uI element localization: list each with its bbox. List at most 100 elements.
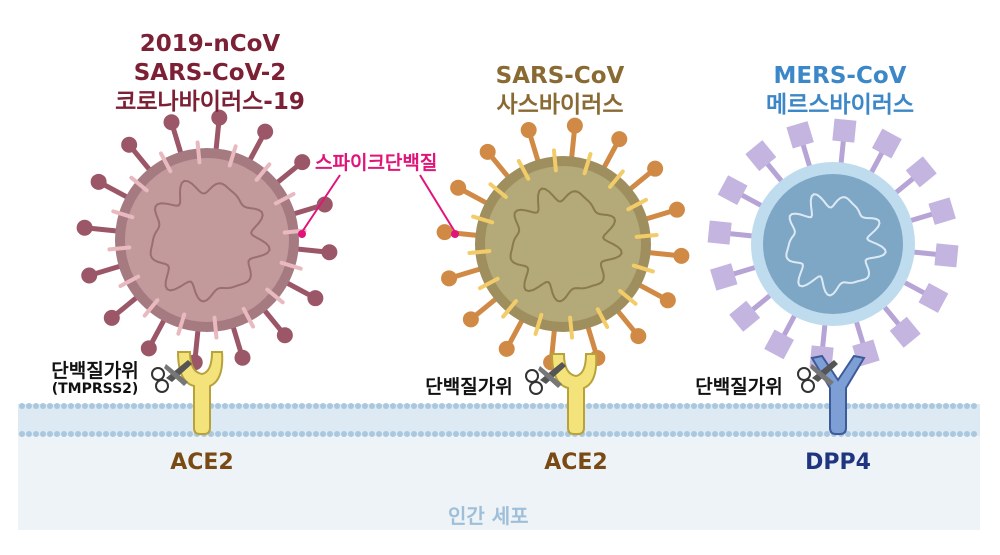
lipid-head xyxy=(880,431,886,437)
spike-protein-stalk xyxy=(765,161,786,186)
lipid-head xyxy=(481,431,487,437)
spike-protein-head xyxy=(103,309,120,326)
spike-pointer-right xyxy=(419,174,459,238)
lipid-head xyxy=(740,431,746,437)
lipid-head xyxy=(110,403,116,409)
lipid-head xyxy=(103,431,109,437)
spike-pointer-left xyxy=(298,174,341,238)
lipid-head xyxy=(453,431,459,437)
membrane-protein xyxy=(279,260,303,271)
virus-title-sars-cov-2: 2019-nCoV SARS-CoV-2 코로나바이러스-19 xyxy=(90,30,330,117)
lipid-head xyxy=(775,403,781,409)
lipid-head xyxy=(600,431,606,437)
lipid-head xyxy=(558,431,564,437)
lipid-head xyxy=(817,403,823,409)
lipid-head xyxy=(355,403,361,409)
lipid-head xyxy=(964,403,970,409)
lipid-head xyxy=(173,403,179,409)
spike-protein-head xyxy=(928,197,956,225)
lipid-head xyxy=(26,431,32,437)
lipid-head xyxy=(411,431,417,437)
spike-protein-stalk xyxy=(853,317,866,345)
lipid-head xyxy=(530,431,536,437)
lipid-head xyxy=(439,403,445,409)
lipid-head xyxy=(803,403,809,409)
lipid-head xyxy=(313,431,319,437)
lipid-head xyxy=(817,431,823,437)
lipid-head xyxy=(61,431,67,437)
spike-protein-stalk xyxy=(867,151,885,177)
lipid-head xyxy=(236,431,242,437)
membrane-protein xyxy=(142,298,160,318)
lipid-head xyxy=(488,431,494,437)
spike-protein-stalk xyxy=(613,306,639,337)
membrane-protein xyxy=(631,263,655,274)
spike-protein-head xyxy=(294,154,311,171)
spike-protein-stalk xyxy=(111,293,142,319)
spike-protein-stalk xyxy=(282,279,316,300)
spike-protein-head xyxy=(211,109,228,126)
lipid-head xyxy=(110,431,116,437)
lipid-head xyxy=(362,403,368,409)
lipid-head xyxy=(243,403,249,409)
lipid-head xyxy=(369,403,375,409)
membrane-protein xyxy=(626,197,648,212)
lipid-head xyxy=(628,403,634,409)
spike-protein-stalk xyxy=(288,202,325,218)
lipid-head xyxy=(971,431,977,437)
spike-protein-stalk xyxy=(147,315,168,349)
spike-protein-head xyxy=(276,327,293,344)
spike-protein-head xyxy=(81,267,98,284)
membrane-protein xyxy=(176,312,187,336)
lipid-head xyxy=(754,431,760,437)
spike-protein-head xyxy=(321,244,338,261)
lipid-head xyxy=(887,403,893,409)
lipid-head xyxy=(908,403,914,409)
title-line: 코로나바이러스-19 xyxy=(115,89,305,115)
lipid-head xyxy=(40,431,46,437)
receptor-label-dpp4: DPP4 xyxy=(805,450,871,475)
title-line: 2019-nCoV xyxy=(139,31,281,57)
lipid-head xyxy=(635,403,641,409)
spike-protein-head xyxy=(566,117,583,134)
membrane-protein xyxy=(501,299,518,319)
lipid-head xyxy=(950,431,956,437)
lipid-head xyxy=(761,431,767,437)
lipid-head xyxy=(803,431,809,437)
lipid-head xyxy=(222,403,228,409)
lipid-head xyxy=(61,403,67,409)
lipid-head xyxy=(103,403,109,409)
lipid-head xyxy=(334,403,340,409)
lipid-head xyxy=(845,431,851,437)
lipid-head xyxy=(684,403,690,409)
spike-protein-head xyxy=(163,114,180,131)
lipid-head xyxy=(873,431,879,437)
lipid-head xyxy=(852,403,858,409)
lipid-head xyxy=(425,403,431,409)
spike-protein-stalk xyxy=(128,144,154,175)
membrane-protein xyxy=(582,152,593,176)
lipid-head xyxy=(894,431,900,437)
spike-protein-stalk xyxy=(449,265,486,280)
spike-protein-stalk xyxy=(470,294,501,320)
lipid-head xyxy=(75,431,81,437)
lipid-head xyxy=(222,431,228,437)
lipid-head xyxy=(628,431,634,437)
lipid-head xyxy=(971,403,977,409)
lipid-head xyxy=(292,403,298,409)
spike-protein-head xyxy=(710,263,738,291)
lipid-head xyxy=(915,403,921,409)
lipid-head xyxy=(54,431,60,437)
lipid-head xyxy=(33,403,39,409)
spike-protein-stalk xyxy=(192,325,201,362)
membrane-protein xyxy=(107,245,132,252)
lipid-head xyxy=(278,403,284,409)
lipid-head xyxy=(369,431,375,437)
virus-title-mers-cov: MERS-CoV 메르스바이러스 xyxy=(730,62,950,120)
lipid-head xyxy=(754,403,760,409)
lipid-head xyxy=(866,403,872,409)
lipid-head xyxy=(117,403,123,409)
membrane-protein xyxy=(551,148,558,173)
lipid-head xyxy=(943,431,949,437)
viral-rna xyxy=(149,179,271,303)
